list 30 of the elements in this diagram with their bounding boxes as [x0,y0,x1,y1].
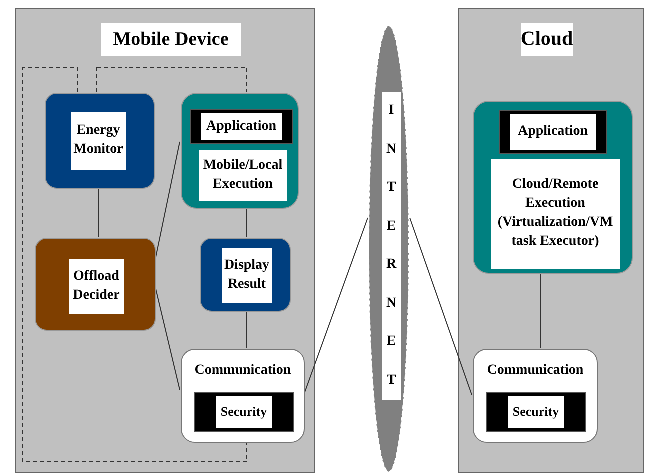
module-label: Display Result [222,248,272,303]
device-panel [15,8,315,473]
dashed-connector [22,68,248,462]
connector-line [410,218,472,396]
vertical-label: INTERNET [382,92,401,400]
module-label: Mobile/Local Execution [199,150,287,201]
display-box [200,238,291,312]
connector-line [304,218,368,396]
module-label: Offload Decider [69,259,124,314]
module-label: Energy Monitor [71,112,126,170]
bar-label: Security [216,396,272,428]
panel-title: Mobile Device [101,23,241,56]
bar-label: Application [510,114,596,150]
application-box [473,101,633,274]
module-label: Cloud/Remote Execution (Virtualization/VM task Executor) [491,159,620,269]
bar-label: Application [201,113,282,140]
decider-box [35,238,156,331]
connector-line [246,310,248,348]
dashed-connector [96,68,248,92]
connector-line [98,188,100,238]
communication-box [473,349,598,443]
application-box [181,93,299,209]
module-box [45,93,155,189]
communication-box [181,349,305,443]
connector-line [246,208,248,238]
panel-title: Cloud [521,23,573,56]
bar-label: Security [508,396,564,428]
cloud-panel [458,8,644,473]
connector-line [540,272,542,348]
internet-ellipse [368,25,410,473]
